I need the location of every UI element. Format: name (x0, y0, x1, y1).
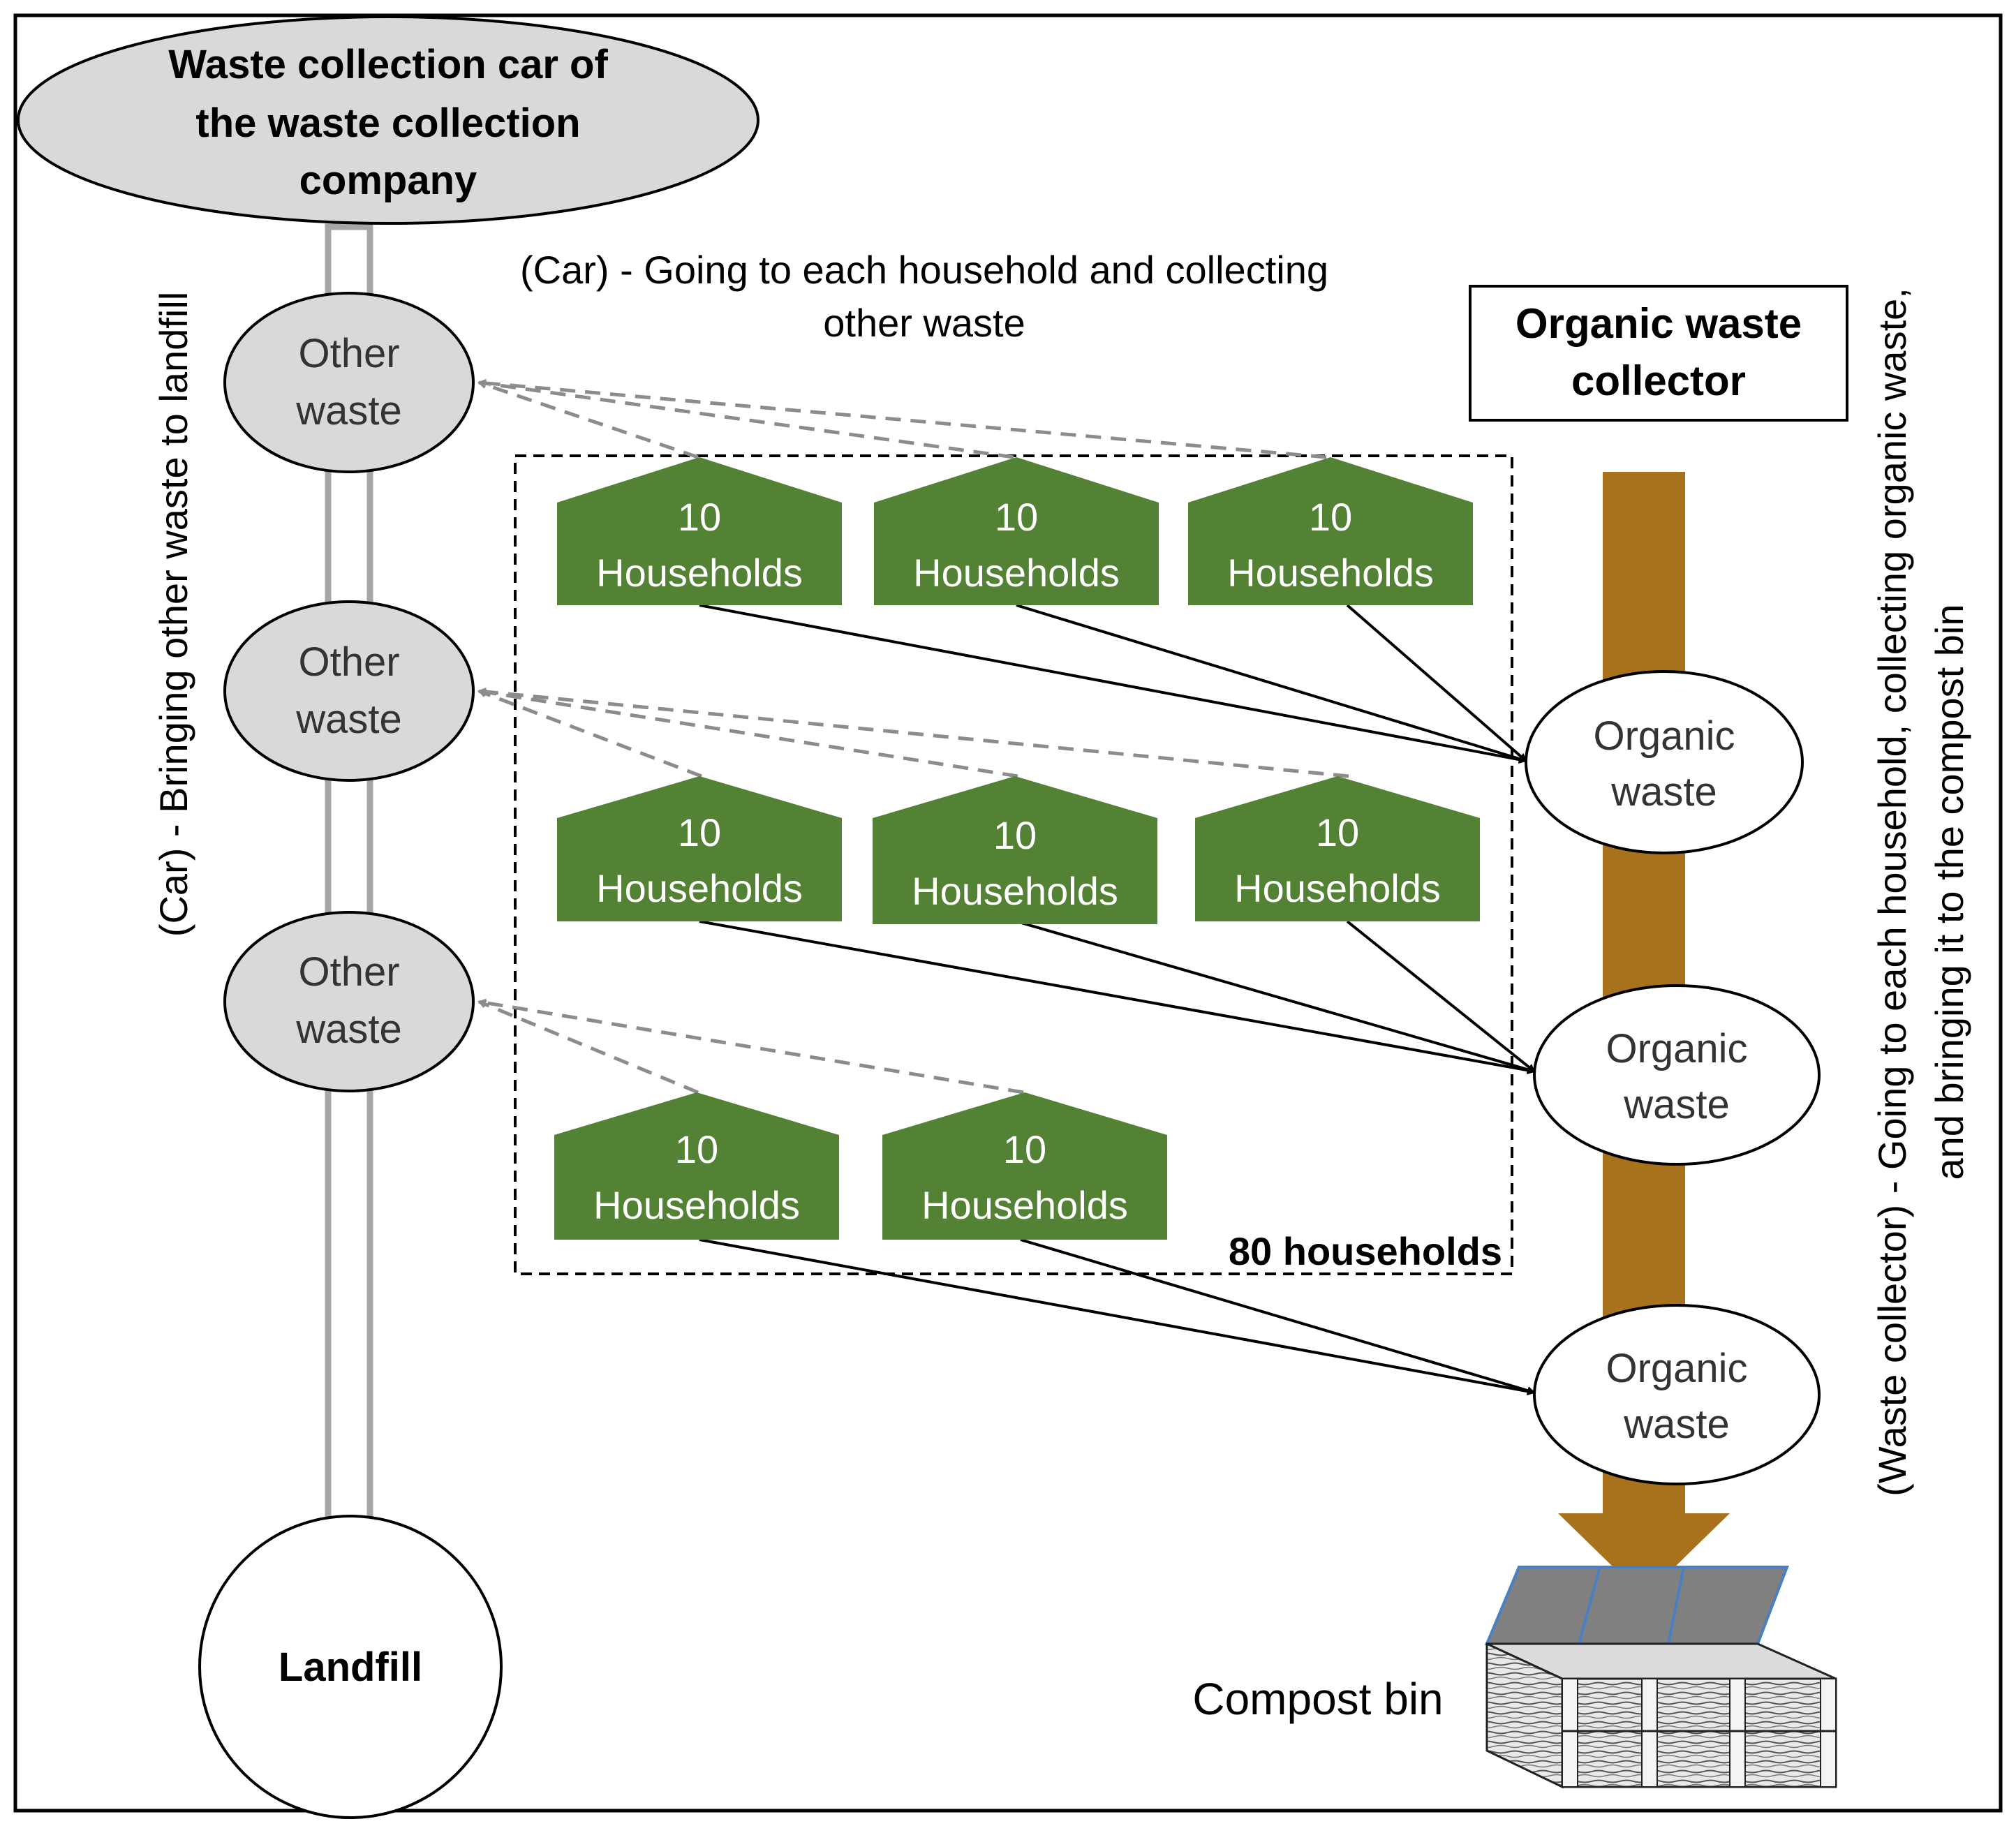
organic-collector-line-2: collector (1571, 357, 1746, 404)
other-waste-3-line-2: waste (295, 1007, 402, 1052)
other-waste-1-line-1: Other (298, 331, 399, 376)
other-waste-2-line-2: waste (295, 697, 402, 742)
household-group-6: 10 Households (1195, 776, 1480, 921)
truck-line-2: the waste collection (195, 101, 580, 146)
organic-waste-3-line-1: Organic (1606, 1346, 1747, 1391)
other-waste-node-2: Other waste (223, 600, 475, 782)
household-7-count: 10 (675, 1127, 718, 1171)
household-1-count: 10 (678, 495, 721, 539)
household-group-8: 10 Households (882, 1092, 1167, 1240)
household-6-count: 10 (1316, 810, 1359, 854)
compost-bin-icon (1484, 1566, 1837, 1789)
organic-waste-node-2: Organic waste (1533, 984, 1821, 1166)
household-5-count: 10 (993, 813, 1037, 857)
household-4-count: 10 (678, 810, 721, 854)
organic-collector-box: Organic waste collector (1469, 285, 1848, 422)
collector-caption-line-1: (Waste collector) - Going to each househ… (1870, 288, 1914, 1497)
household-8-label: Households (921, 1183, 1128, 1227)
household-group-4: 10 Households (557, 776, 842, 921)
truck-line-1: Waste collection car of (168, 42, 608, 87)
household-3-label: Households (1227, 551, 1434, 595)
other-waste-3-line-1: Other (298, 949, 399, 995)
compost-bin-label: Compost bin (1192, 1674, 1443, 1724)
household-group-3: 10 Households (1188, 457, 1473, 605)
household-group-1: 10 Households (557, 457, 842, 605)
organic-waste-node-3: Organic waste (1533, 1304, 1821, 1485)
truck-node: Waste collection car of the waste collec… (17, 15, 759, 225)
organic-waste-3-line-2: waste (1623, 1402, 1730, 1447)
landfill-label: Landfill (279, 1645, 422, 1690)
household-7-label: Households (593, 1183, 800, 1227)
household-3-count: 10 (1309, 495, 1352, 539)
household-2-label: Households (913, 551, 1120, 595)
collector-caption-line-2: and bringing it to the compost bin (1927, 604, 1971, 1180)
organic-collector-line-1: Organic waste (1515, 300, 1802, 347)
household-8-count: 10 (1003, 1127, 1046, 1171)
truck-line-3: company (299, 158, 477, 203)
household-6-label: Households (1234, 866, 1441, 910)
household-2-count: 10 (995, 495, 1038, 539)
household-4-label: Households (596, 866, 803, 910)
organic-waste-2-line-1: Organic (1606, 1026, 1747, 1071)
organic-waste-1-line-2: waste (1610, 769, 1717, 815)
household-1-label: Households (596, 551, 803, 595)
organic-waste-node-1: Organic waste (1525, 670, 1804, 854)
organic-waste-2-line-2: waste (1623, 1082, 1730, 1127)
household-5-label: Households (912, 869, 1118, 913)
household-group-2: 10 Households (874, 457, 1159, 605)
dashed-arrows-to-other-waste (477, 378, 1349, 1094)
car-landfill-caption: (Car) - Bringing other waste to landfill (151, 292, 195, 937)
household-group-7: 10 Households (554, 1092, 839, 1240)
other-waste-node-3: Other waste (223, 911, 475, 1092)
other-waste-node-1: Other waste (223, 292, 475, 473)
households-total-label: 80 households (1229, 1229, 1502, 1273)
household-group-5: 10 Households (873, 776, 1157, 924)
other-waste-2-line-1: Other (298, 639, 399, 685)
organic-waste-1-line-1: Organic (1593, 713, 1735, 759)
car-collect-caption-line-2: other waste (823, 301, 1025, 345)
solid-arrows-to-organic-waste (699, 604, 1536, 1396)
car-collect-caption-line-1: (Car) - Going to each household and coll… (520, 248, 1328, 292)
other-waste-1-line-2: waste (295, 388, 402, 433)
landfill-node: Landfill (198, 1515, 503, 1819)
